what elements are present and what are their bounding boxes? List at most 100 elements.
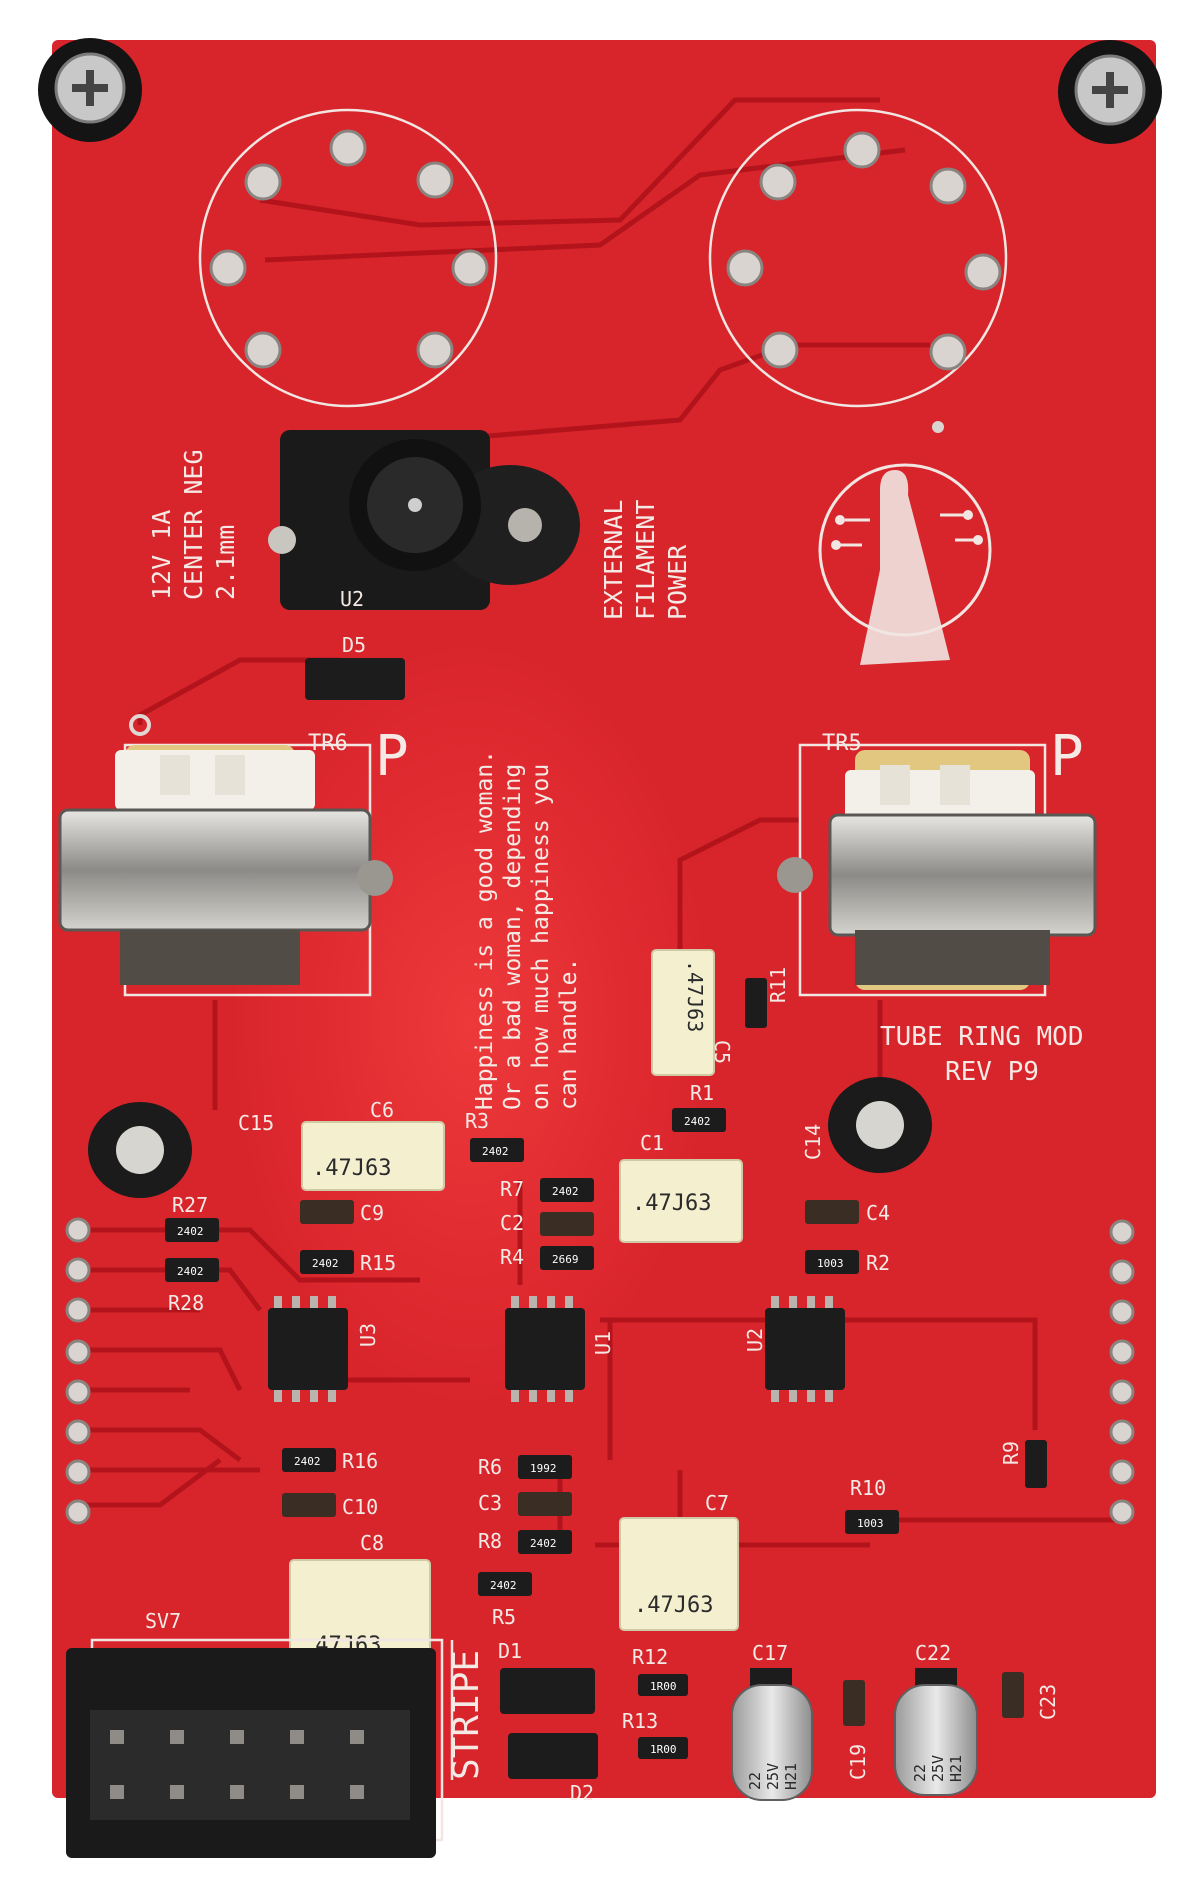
ic-u1 xyxy=(505,1296,585,1402)
svg-text:FILAMENT: FILAMENT xyxy=(631,500,660,620)
svg-text:25V: 25V xyxy=(764,1763,782,1790)
external-filament-label: EXTERNAL FILAMENT POWER xyxy=(599,500,692,620)
svg-text:2402: 2402 xyxy=(294,1455,321,1468)
svg-text:.47J63: .47J63 xyxy=(312,1156,391,1181)
ribbon-header-sv7 xyxy=(66,1648,436,1858)
label-c5: C5 xyxy=(710,1040,734,1064)
svg-text:on how much happiness you: on how much happiness you xyxy=(528,764,554,1110)
label-d1: D1 xyxy=(498,1639,522,1663)
mounting-screw-right xyxy=(1058,40,1162,144)
svg-text:EXTERNAL: EXTERNAL xyxy=(599,500,628,620)
diode-d2 xyxy=(508,1733,598,1779)
dc-power-jack xyxy=(268,430,580,610)
svg-text:2402: 2402 xyxy=(530,1537,557,1550)
transformer-tr6 xyxy=(58,745,393,985)
resistor-r5: 2402 xyxy=(478,1572,532,1596)
resistor-r10: 1003 xyxy=(845,1510,899,1534)
electrolytic-capacitor-c15 xyxy=(88,1102,192,1198)
resistor-r8: 2402 xyxy=(518,1530,572,1554)
label-c15: C15 xyxy=(238,1111,274,1135)
svg-text:2402: 2402 xyxy=(177,1265,204,1278)
label-c19: C19 xyxy=(846,1744,870,1780)
label-sv7: SV7 xyxy=(145,1609,181,1633)
label-c8: C8 xyxy=(360,1531,384,1555)
film-capacitor-c6: .47J63 xyxy=(301,1121,445,1191)
label-p-right: P xyxy=(1050,724,1084,789)
transformer-tr5 xyxy=(777,750,1097,990)
svg-text:1992: 1992 xyxy=(530,1462,557,1475)
svg-text:2669: 2669 xyxy=(552,1253,579,1266)
svg-text:22: 22 xyxy=(911,1764,929,1782)
resistor-r1: 2402 xyxy=(672,1108,726,1132)
label-r15: R15 xyxy=(360,1251,396,1275)
resistor-r27: 2402 xyxy=(165,1218,219,1242)
tube-socket-right xyxy=(708,108,1008,433)
label-p-left: P xyxy=(375,724,409,789)
label-r3: R3 xyxy=(465,1109,489,1133)
header-pins-right xyxy=(1109,1219,1135,1525)
label-c4: C4 xyxy=(866,1201,890,1225)
label-r16: R16 xyxy=(342,1449,378,1473)
label-c10: C10 xyxy=(342,1495,378,1519)
label-r9: R9 xyxy=(999,1441,1023,1465)
capacitor-c3 xyxy=(518,1492,572,1516)
label-c17: C17 xyxy=(752,1641,788,1665)
svg-text:2402: 2402 xyxy=(482,1145,509,1158)
label-c2: C2 xyxy=(500,1211,524,1235)
film-capacitor-c5: .47J63 xyxy=(651,949,715,1076)
resistor-r3: 2402 xyxy=(470,1138,524,1162)
electrolytic-capacitor-c14 xyxy=(828,1077,932,1173)
svg-text:2402: 2402 xyxy=(552,1185,579,1198)
svg-text:12V 1A: 12V 1A xyxy=(147,510,176,600)
label-r11: R11 xyxy=(766,967,790,1003)
label-c6: C6 xyxy=(370,1098,394,1122)
electrolytic-capacitor-c17: 22 25V H21 xyxy=(731,1668,813,1801)
svg-text:Or a bad woman, depending: Or a bad woman, depending xyxy=(500,764,526,1110)
label-r8: R8 xyxy=(478,1529,502,1553)
svg-text:1003: 1003 xyxy=(817,1257,844,1270)
resistor-r7: 2402 xyxy=(540,1178,594,1202)
capacitor-c19 xyxy=(843,1680,865,1726)
diode-d1 xyxy=(500,1668,595,1714)
label-c7: C7 xyxy=(705,1491,729,1515)
resistor-r12: 1R00 xyxy=(638,1674,688,1696)
label-tr6: TR6 xyxy=(308,731,348,756)
tube-socket-left xyxy=(198,108,498,408)
board-revision: REV P9 xyxy=(945,1057,1039,1087)
mounting-screw-left xyxy=(38,38,142,142)
ic-u3 xyxy=(268,1296,348,1402)
label-u2: U2 xyxy=(743,1328,767,1352)
svg-text:2402: 2402 xyxy=(684,1115,711,1128)
label-d2: D2 xyxy=(570,1781,594,1805)
capacitor-c23 xyxy=(1002,1672,1024,1718)
label-c9: C9 xyxy=(360,1201,384,1225)
label-u2-top: U2 xyxy=(340,587,364,611)
quote-silkscreen: Happiness is a good woman. Or a bad woma… xyxy=(472,750,582,1110)
svg-text:CENTER NEG: CENTER NEG xyxy=(179,449,208,600)
resistor-r13: 1R00 xyxy=(638,1737,688,1759)
resistor-r15: 2402 xyxy=(300,1250,354,1274)
wizard-logo xyxy=(818,463,992,665)
label-r6: R6 xyxy=(478,1455,502,1479)
svg-text:H21: H21 xyxy=(782,1763,800,1790)
ic-u2 xyxy=(765,1296,845,1402)
label-r2: R2 xyxy=(866,1251,890,1275)
label-c1: C1 xyxy=(640,1131,664,1155)
label-tr5: TR5 xyxy=(822,731,862,756)
svg-text:.47J63: .47J63 xyxy=(634,1593,713,1618)
svg-text:2402: 2402 xyxy=(312,1257,339,1270)
header-pins-left xyxy=(65,1217,91,1525)
svg-text:1003: 1003 xyxy=(857,1517,884,1530)
capacitor-c2 xyxy=(540,1212,594,1236)
svg-text:POWER: POWER xyxy=(663,544,692,620)
resistor-r6: 1992 xyxy=(518,1455,572,1479)
svg-text:25V: 25V xyxy=(929,1755,947,1782)
svg-text:1R00: 1R00 xyxy=(650,1680,677,1693)
svg-text:H21: H21 xyxy=(947,1755,965,1782)
capacitor-c10 xyxy=(282,1493,336,1517)
resistor-r28: 2402 xyxy=(165,1258,219,1282)
label-r27: R27 xyxy=(172,1193,208,1217)
capacitor-c4 xyxy=(805,1200,859,1224)
label-r28: R28 xyxy=(168,1291,204,1315)
